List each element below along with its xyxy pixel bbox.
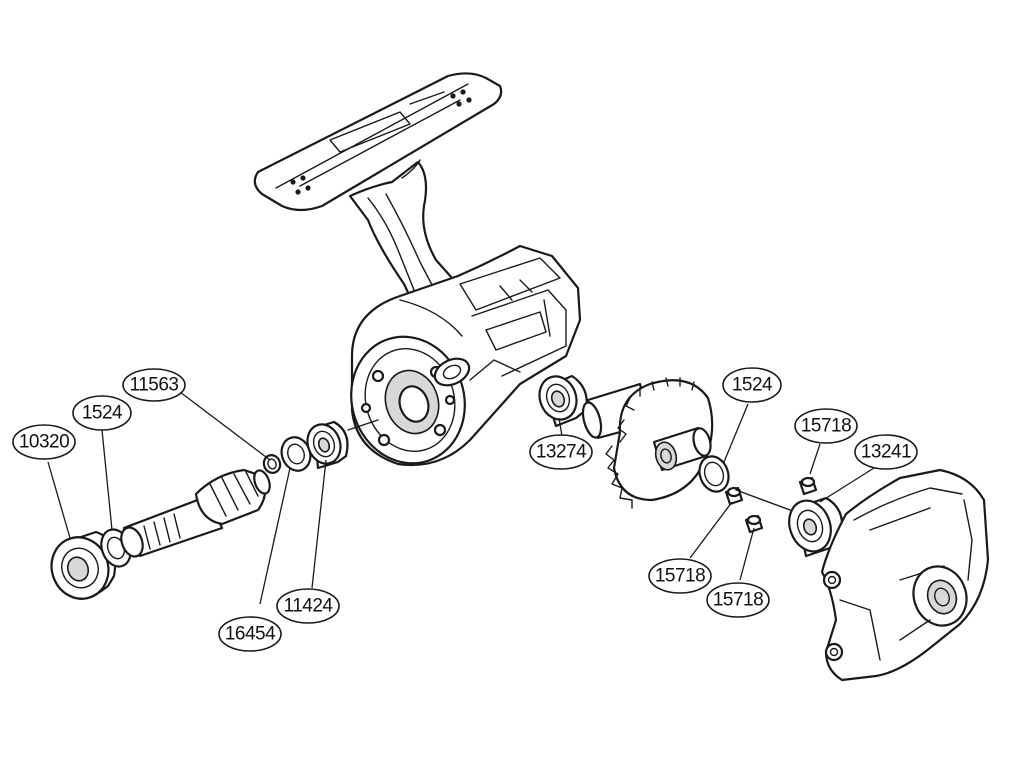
washer-1524-right — [698, 455, 730, 493]
callout-1524-right: 1524 — [722, 367, 782, 403]
callout-label: 11563 — [130, 375, 179, 396]
callout-label: 13274 — [536, 442, 587, 463]
screw-15718-top — [798, 476, 818, 496]
callout-label: 15718 — [801, 416, 851, 437]
callout-label: 10320 — [19, 432, 69, 453]
side-cover — [820, 468, 990, 682]
callout-1524-left: 1524 — [72, 395, 132, 431]
callout-label: 11424 — [284, 596, 334, 617]
reel-body — [253, 72, 582, 467]
callout-label: 13241 — [861, 442, 911, 463]
bearing-13274 — [538, 374, 588, 428]
screw-15718-mid — [724, 486, 744, 506]
callout-label: 1524 — [82, 403, 123, 424]
callout-11563: 11563 — [122, 368, 186, 402]
callout-10320: 10320 — [12, 424, 76, 460]
callout-11424: 11424 — [276, 588, 340, 624]
ring-11563 — [262, 454, 282, 474]
pinion-shaft-assembly — [50, 419, 379, 600]
leader-lines — [47, 391, 875, 605]
pinion-shaft — [120, 468, 271, 558]
callout-label: 16454 — [225, 624, 276, 645]
callouts: 11563 1524 10320 16454 11424 13274 1524 — [12, 367, 918, 652]
callout-16454: 16454 — [218, 616, 282, 652]
callout-13274: 13274 — [529, 434, 593, 470]
callout-15718-mid: 15718 — [648, 558, 712, 594]
callout-15718-top: 15718 — [794, 408, 858, 444]
bearing-11424 — [306, 420, 349, 470]
callout-label: 1524 — [732, 375, 773, 396]
callout-15718-bottom: 15718 — [706, 582, 770, 618]
callout-label: 15718 — [655, 566, 705, 587]
callout-13241: 13241 — [854, 434, 918, 470]
screw-15718-bottom — [744, 514, 764, 534]
callout-label: 15718 — [713, 590, 763, 611]
drive-gear — [581, 377, 714, 509]
